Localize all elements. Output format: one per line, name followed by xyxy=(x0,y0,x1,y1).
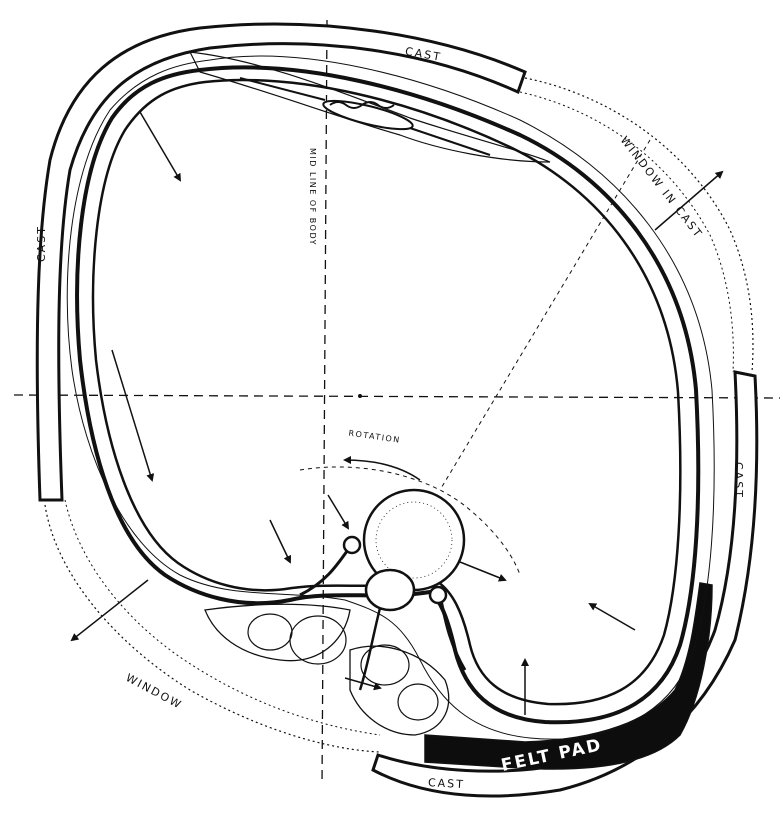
rotation-arrow xyxy=(343,456,421,481)
cast-label-top: CAST xyxy=(404,45,443,64)
chest-wall-inner xyxy=(91,78,682,706)
chest-outer-outline xyxy=(66,55,715,740)
chest-wall-outer xyxy=(75,65,701,725)
force-arrow-near-spine xyxy=(327,494,350,530)
sternum xyxy=(322,99,414,131)
window-arrow-right xyxy=(654,170,724,231)
force-arrow-lower-left xyxy=(269,519,292,564)
sternum-band xyxy=(188,51,551,163)
right-transverse-process xyxy=(428,585,448,605)
muscle-right-1 xyxy=(360,644,410,686)
window-label: WINDOW xyxy=(124,671,185,712)
mid-line-label: MID LINE OF BODY xyxy=(308,148,317,246)
spinal-canal xyxy=(364,568,416,612)
cartilage-left xyxy=(239,77,326,101)
rotation-arc xyxy=(299,466,521,576)
back-muscles-right xyxy=(349,645,450,736)
cast-shell-right-bottom xyxy=(371,370,759,798)
cast-label-left: CAST xyxy=(35,225,48,262)
mid-line-of-body xyxy=(321,19,328,786)
muscle-left-2 xyxy=(289,615,347,665)
force-arrow-muscle xyxy=(344,677,382,691)
force-arrow-left xyxy=(111,349,155,482)
left-transverse-process xyxy=(342,535,362,555)
cast-label-bottom: CAST xyxy=(428,776,466,791)
window-outline-left-bottom-inner xyxy=(64,499,381,736)
cast-label-right: CAST xyxy=(732,462,745,499)
window-arrow-left xyxy=(70,579,149,642)
force-arrow-right-lower xyxy=(588,602,636,631)
sternum-texture xyxy=(329,101,395,109)
back-muscles-left xyxy=(204,603,351,662)
oblique-window-axis xyxy=(439,139,651,491)
rotation-label: ROTATION xyxy=(348,429,401,445)
muscle-left-1 xyxy=(247,613,293,651)
window-outline-right xyxy=(524,77,754,373)
muscle-right-2 xyxy=(397,683,439,721)
cartilage-right xyxy=(409,127,491,156)
center-point xyxy=(358,394,362,398)
force-arrow-upper-left xyxy=(139,111,182,182)
window-outline-left-bottom xyxy=(44,504,381,753)
vertebral-body-texture xyxy=(375,501,453,579)
cast-shell-top-left xyxy=(35,22,527,502)
window-outline-right-inner xyxy=(519,91,734,373)
force-arrow-spine-right xyxy=(459,561,507,582)
horizontal-axis-line xyxy=(13,394,781,399)
